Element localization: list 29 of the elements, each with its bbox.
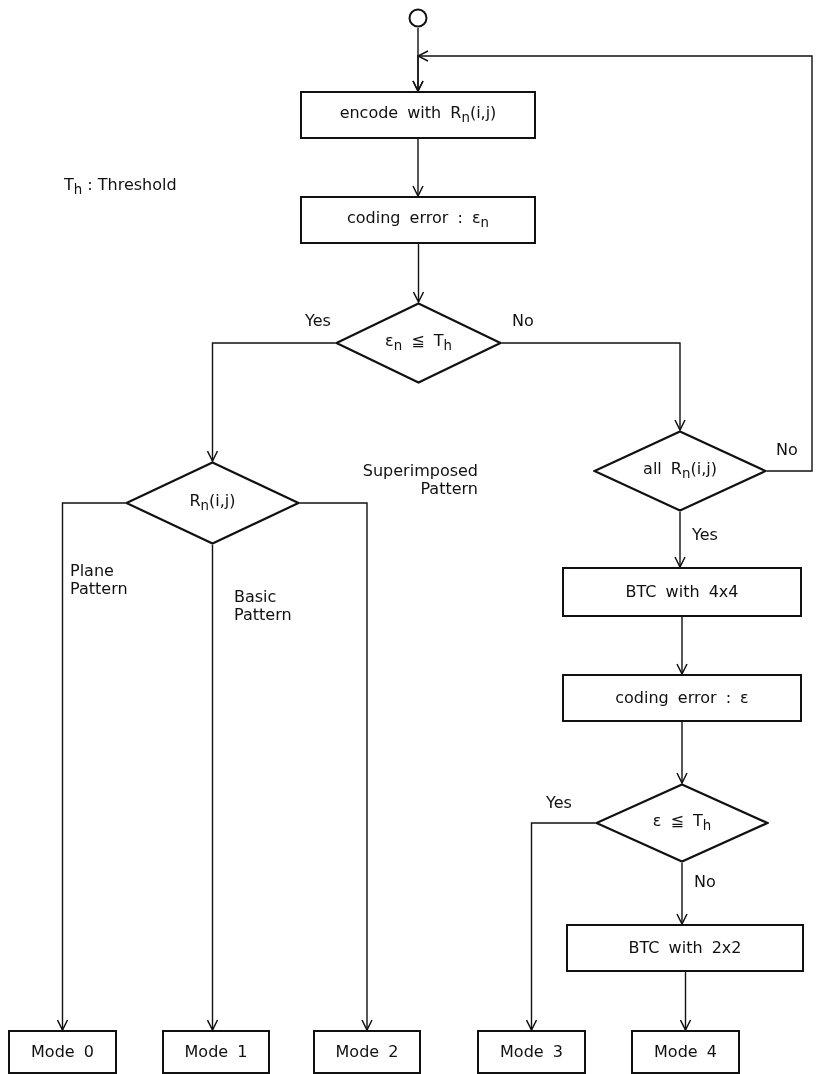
- start-circle: [408, 8, 428, 28]
- node-text: all R$_{n}$(i,j): [643, 460, 717, 482]
- node-text: Mode 3: [500, 1042, 563, 1062]
- process-box: [300, 91, 536, 139]
- node-text: Mode 2: [335, 1042, 399, 1062]
- process-box: [566, 924, 804, 972]
- node-text: encode with R$_{n}$(i,j): [339, 104, 497, 126]
- node-text: Mode 1: [184, 1042, 248, 1062]
- node-text: Mode 0: [31, 1042, 94, 1062]
- decision-diamond: [595, 783, 769, 863]
- process-box: [631, 1030, 740, 1074]
- node-text: coding error : ε$_{n}$: [347, 209, 489, 231]
- node-text: BTC with 2x2: [628, 938, 742, 958]
- decision-diamond: [593, 430, 767, 512]
- node-text: BTC with 4x4: [625, 582, 739, 602]
- decision-diamond: [335, 302, 502, 384]
- decision-diamond: [125, 461, 300, 545]
- process-box: [562, 567, 802, 617]
- node-text: Mode 4: [654, 1042, 717, 1062]
- node-text: ε ≦ T$_{h}$: [652, 812, 712, 834]
- process-box: [300, 196, 536, 244]
- process-box: [8, 1030, 117, 1074]
- process-box: [562, 674, 802, 722]
- process-box: [313, 1030, 421, 1074]
- node-text: ε$_{n}$ ≦ T$_{h}$: [385, 332, 452, 354]
- process-box: [477, 1030, 586, 1074]
- node-text: R$_{n}$(i,j): [189, 492, 236, 514]
- process-box: [162, 1030, 270, 1074]
- node-text: coding error : ε: [615, 688, 749, 708]
